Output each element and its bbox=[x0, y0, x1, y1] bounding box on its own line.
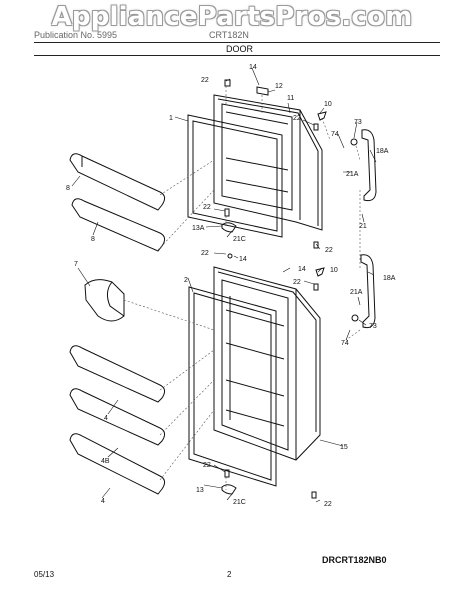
fresh-bin-3 bbox=[69, 433, 166, 495]
callout-11: 11 bbox=[287, 95, 294, 102]
callout-21A-b: 21A bbox=[350, 289, 363, 296]
callout-22-a: 22 bbox=[201, 77, 209, 84]
callout-4B: 4B bbox=[101, 458, 110, 465]
freezer-handle bbox=[361, 129, 377, 202]
hinge-pin-10-bottom bbox=[315, 267, 325, 277]
screw-22-hinge-bottom bbox=[313, 283, 319, 291]
callout-8a: 8 bbox=[66, 185, 70, 192]
plug-73-top bbox=[350, 138, 358, 146]
fresh-bin-2 bbox=[69, 388, 166, 446]
callout-14a: 14 bbox=[249, 64, 257, 71]
callout-7: 7 bbox=[74, 261, 78, 268]
callout-4b: 4 bbox=[101, 498, 105, 505]
page-number: 2 bbox=[227, 570, 232, 579]
callout-74-b: 74 bbox=[341, 340, 349, 347]
fresh-food-handle bbox=[360, 254, 376, 329]
watermark-text: AppliancePartsPros.com bbox=[51, 2, 413, 32]
callout-10a: 10 bbox=[324, 101, 332, 108]
callout-labels: 1 2 4 4 4B 7 8 8 10 10 11 12 13 13A 14 1… bbox=[66, 64, 396, 508]
callout-74-a: 74 bbox=[331, 131, 339, 138]
callout-13A: 13A bbox=[192, 225, 205, 232]
freezer-door-gasket bbox=[187, 114, 283, 238]
pin-14-middle bbox=[227, 253, 233, 259]
header-rule-top bbox=[34, 42, 440, 43]
callout-21C-a: 21C bbox=[233, 236, 246, 243]
screw-22-bottom-right bbox=[311, 491, 317, 499]
hinge-screw-top bbox=[224, 79, 231, 87]
callout-22-h: 22 bbox=[324, 501, 332, 508]
callout-22-f: 22 bbox=[293, 279, 301, 286]
callout-21C-b: 21C bbox=[233, 499, 246, 506]
callout-22-g: 22 bbox=[203, 462, 211, 469]
model-number: CRT182N bbox=[209, 30, 249, 40]
callout-73-a: 73 bbox=[354, 119, 362, 126]
callout-10b: 10 bbox=[330, 267, 338, 274]
freezer-door-liner bbox=[221, 103, 293, 211]
screw-22-bottom-hinge bbox=[224, 469, 230, 478]
plug-73-bottom bbox=[351, 314, 359, 322]
callout-4a: 4 bbox=[104, 415, 108, 422]
freezer-bin-upper bbox=[69, 153, 166, 211]
fresh-food-door-liner bbox=[221, 279, 289, 451]
callout-18A-a: 18A bbox=[376, 148, 389, 155]
callout-13: 13 bbox=[196, 487, 204, 494]
freezer-door-outer bbox=[213, 94, 323, 231]
fresh-food-door-outer bbox=[213, 266, 321, 461]
dairy-bin-7 bbox=[84, 279, 125, 322]
callout-12: 12 bbox=[275, 83, 283, 90]
footer-date: 05/13 bbox=[34, 570, 55, 579]
publication-number: Publication No. 5995 bbox=[34, 30, 118, 40]
callout-18A-b: 18A bbox=[383, 275, 396, 282]
callout-14c: 14 bbox=[298, 266, 306, 273]
callout-21A-a: 21A bbox=[346, 171, 359, 178]
hinge-13-bottom bbox=[221, 484, 237, 495]
callout-22-d: 22 bbox=[325, 247, 333, 254]
callout-21: 21 bbox=[359, 223, 367, 230]
fresh-bin-1 bbox=[69, 345, 166, 403]
hinge-13A bbox=[221, 222, 237, 233]
callout-22-c: 22 bbox=[203, 204, 211, 211]
callout-2: 2 bbox=[184, 277, 188, 284]
hinge-pin-10-top bbox=[317, 111, 327, 121]
callout-1: 1 bbox=[169, 115, 173, 122]
callout-22-b: 22 bbox=[293, 115, 301, 122]
callout-8b: 8 bbox=[91, 236, 95, 243]
callout-14b: 14 bbox=[239, 256, 247, 263]
hinge-cap-12 bbox=[256, 86, 269, 96]
screw-22-mid bbox=[313, 123, 319, 131]
callout-73-b: 73 bbox=[369, 323, 377, 330]
screw-22-lower-right bbox=[313, 241, 319, 249]
fresh-food-door-gasket bbox=[188, 286, 277, 487]
callout-15: 15 bbox=[340, 444, 348, 451]
callout-22-e: 22 bbox=[201, 250, 209, 257]
header-rule-bottom bbox=[34, 55, 440, 56]
section-title: DOOR bbox=[226, 44, 253, 54]
diagram-code: DRCRT182NB0 bbox=[322, 555, 387, 565]
screw-22-13A bbox=[224, 208, 230, 217]
